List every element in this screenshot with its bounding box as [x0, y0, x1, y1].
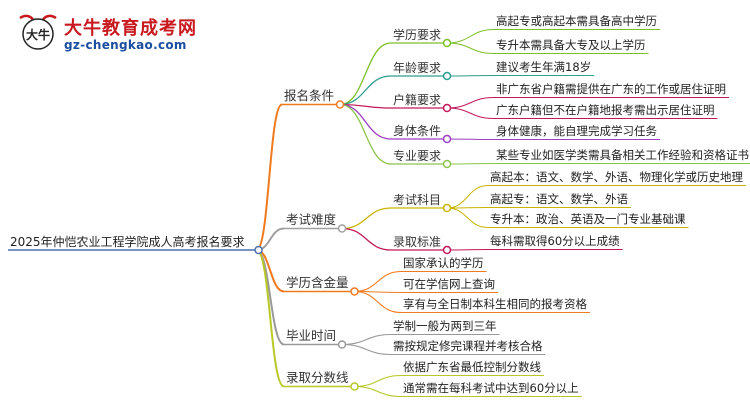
connector-line	[447, 163, 495, 165]
node-knob	[442, 71, 452, 81]
connector-line	[342, 343, 392, 356]
leaf-text: 每科需取得60分以上成绩	[490, 234, 620, 248]
leaf-text: 学制一般为两到三年	[393, 319, 497, 333]
mindmap-root: 2025年仲恺农业工程学院成人高考报名要求	[10, 235, 245, 249]
node-education-requirement: 学历要求	[393, 28, 442, 42]
leaf-text: 非广东省户籍需提供在广东的工作或居住证明	[496, 82, 726, 96]
logo-mark-text: 大牛	[26, 27, 50, 42]
node-knob	[254, 245, 263, 255]
connector-line	[339, 103, 392, 165]
node-knob	[442, 159, 452, 169]
connector-line	[340, 75, 392, 106]
leaf-text: 广东户籍但不在户籍地报考需出示居住证明	[496, 103, 715, 117]
connector-line	[447, 207, 489, 209]
connector-line	[447, 42, 495, 54]
connector-line	[255, 103, 283, 251]
leaf-text: 高起专：语文、数学、外语	[490, 192, 628, 206]
leaf-text: 通常需在每科考试中达到60分以上	[403, 381, 579, 395]
leaf-text: 依据广东省最低控制分数线	[403, 360, 541, 374]
brand-title: 大牛教育成考网	[64, 18, 197, 39]
leaf-text: 某些专业如医学类需具备相关工作经验和资格证书	[496, 148, 749, 162]
connector-line	[354, 270, 402, 293]
bull-logo-icon: 大牛	[19, 14, 57, 50]
connector-line	[447, 207, 489, 228]
leaf-text: 高起专或高起本需具备高中学历	[496, 14, 657, 28]
connector-line	[342, 333, 392, 346]
leaf-text: 建议考生年满18岁	[496, 60, 592, 74]
node-knob	[442, 245, 452, 255]
node-age-requirement: 年龄要求	[393, 61, 442, 75]
leaf-text: 享有与全日制本科生相同的报考资格	[403, 297, 587, 311]
branch-degree-value: 学历含金量	[286, 275, 349, 290]
node-admission-standard: 录取标准	[393, 235, 442, 249]
branch-admission-score: 录取分数线	[286, 370, 349, 385]
connector-line	[447, 185, 489, 209]
leaf-text: 专升本需具备大专及以上学历	[496, 38, 646, 52]
connector-line	[339, 42, 392, 106]
node-major-requirement: 专业要求	[393, 149, 442, 163]
leaf-text: 高起本：语文、数学、外语、物理化学或历史地理	[490, 170, 743, 184]
branch-graduation-time: 毕业时间	[286, 328, 337, 343]
connector-line	[354, 385, 402, 398]
connector-line	[447, 75, 495, 77]
node-knob	[442, 134, 452, 144]
leaf-text: 需按规定修完课程并考核合格	[393, 339, 543, 353]
connector-line	[342, 207, 392, 230]
node-exam-subjects: 考试科目	[393, 193, 442, 207]
node-knob	[442, 103, 452, 113]
node-knob	[442, 38, 452, 48]
site-logo[interactable]: 大牛 大牛教育成考网 gz-chengkao.com	[8, 6, 248, 52]
leaf-text: 国家承认的学历	[403, 256, 484, 270]
connector-line	[255, 249, 285, 388]
node-knob	[350, 287, 359, 296]
node-knob	[335, 100, 345, 109]
node-knob	[350, 382, 359, 391]
leaf-text: 专升本：政治、英语及一门专业基础课	[490, 212, 686, 226]
branch-registration-conditions: 报名条件	[284, 88, 335, 103]
node-hukou-requirement: 户籍要求	[393, 93, 442, 107]
connector-line	[354, 374, 402, 388]
leaf-text: 可在学信网上查询	[403, 277, 495, 291]
node-health-requirement: 身体条件	[393, 124, 442, 138]
connector-line	[447, 249, 489, 251]
connector-line	[447, 138, 495, 140]
branch-exam-difficulty: 考试难度	[286, 212, 337, 227]
connector-line	[447, 107, 495, 119]
connector-line	[447, 97, 495, 109]
leaf-text: 身体健康，能自理完成学习任务	[496, 124, 657, 138]
node-knob	[337, 224, 347, 233]
connector-line	[256, 249, 285, 346]
connector-line	[340, 103, 392, 140]
connector-line	[447, 29, 495, 44]
connector-line	[354, 290, 402, 314]
connector-line	[342, 227, 392, 251]
node-knob	[442, 203, 452, 213]
brand-url: gz-chengkao.com	[64, 38, 187, 52]
node-knob	[337, 340, 347, 349]
